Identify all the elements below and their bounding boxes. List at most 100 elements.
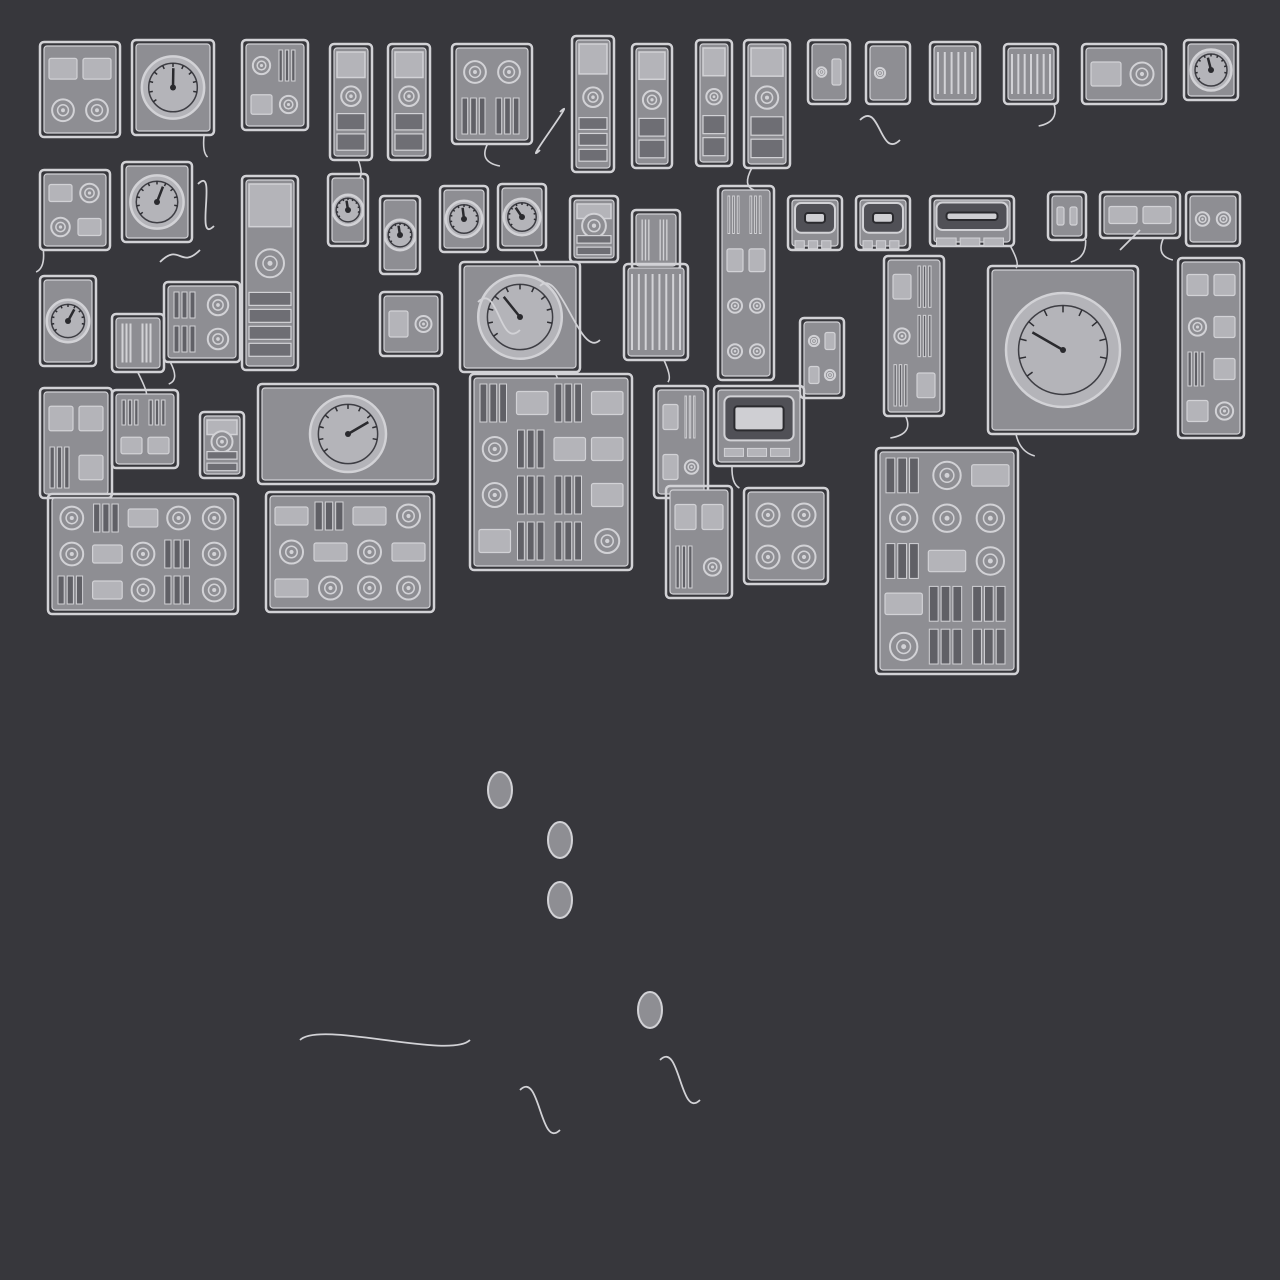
device-tower-icon: [240, 174, 300, 372]
switch-icon: [278, 49, 283, 82]
knob-center: [367, 585, 372, 591]
panel-readout: [1213, 315, 1236, 339]
gauge-pivot: [519, 214, 525, 220]
switch-icon: [182, 539, 190, 569]
tower-slot: [394, 133, 424, 151]
knob-ring: [362, 545, 377, 559]
switch-icon: [995, 628, 1006, 665]
switch-icon: [517, 521, 525, 561]
switch-icon: [1193, 351, 1199, 387]
knob-center: [69, 515, 74, 521]
device-casing: [120, 160, 194, 244]
panel-readout: [1090, 61, 1122, 87]
control-panel-icon: [38, 386, 114, 500]
knob-center: [212, 515, 217, 521]
device-face: [1085, 47, 1163, 101]
panel-readout: [927, 549, 967, 573]
control-panel-icon: [240, 38, 310, 132]
device-casing: [786, 194, 844, 252]
tower-display: [578, 43, 608, 75]
panel-readout: [48, 405, 74, 432]
knob-ring: [709, 92, 719, 102]
speaker-grille-icon: [622, 262, 690, 383]
gauge-tick: [357, 406, 362, 412]
gauge-icon: [130, 38, 216, 158]
gauge-tick: [193, 90, 198, 93]
cable-icon: [159, 249, 201, 263]
device-tower-icon: [198, 410, 246, 480]
switch-icon: [749, 195, 753, 234]
knob-ring: [1219, 214, 1228, 224]
knob-ring: [760, 91, 774, 104]
knob-center: [212, 587, 217, 593]
switch-icon: [517, 429, 525, 469]
switch-icon: [526, 475, 535, 515]
tower-display: [702, 47, 726, 77]
knob-center: [944, 515, 950, 521]
switch-icon: [885, 457, 896, 494]
device-casing: [882, 254, 946, 418]
gauge-tick: [1028, 321, 1035, 327]
switch-icon: [564, 475, 573, 515]
cable-icon: [519, 1086, 561, 1134]
gauge-icon: [438, 184, 490, 254]
knob-ring: [587, 91, 599, 103]
gauge-tick: [531, 287, 535, 293]
gauge-tick: [510, 207, 514, 210]
gauge-tick: [452, 209, 456, 212]
switch-icon: [102, 503, 110, 533]
switch-icon: [897, 457, 908, 494]
panel-readout: [1069, 206, 1078, 226]
knob-center: [61, 108, 65, 113]
gauge-tick: [475, 214, 478, 217]
switch-icon: [512, 97, 520, 135]
switch-icon: [56, 446, 63, 489]
gauge-tick: [152, 98, 157, 103]
tower-slot: [702, 114, 726, 135]
switch-icon: [554, 475, 563, 515]
knob-ring: [797, 550, 811, 564]
knob-ring: [65, 511, 79, 525]
cable-icon: [890, 415, 909, 439]
screen-display: [804, 212, 826, 224]
knob-ring: [212, 333, 224, 345]
switch-icon: [952, 628, 963, 665]
switch-icon: [121, 323, 124, 363]
panel-readout: [831, 58, 842, 86]
gauge-needle: [347, 421, 369, 436]
gauge-tick: [51, 316, 55, 319]
knob-center: [765, 512, 771, 518]
switch-icon: [173, 539, 181, 569]
gauge-icon: [378, 194, 422, 276]
knob-center: [406, 585, 411, 591]
tower-slot: [750, 138, 784, 159]
knob-ring: [207, 511, 221, 525]
panel-readout: [391, 542, 426, 562]
switch-icon: [727, 195, 731, 234]
switch-icon: [922, 314, 927, 358]
gauge-tick: [488, 308, 494, 311]
gauge-tick: [60, 305, 63, 309]
switch-icon: [173, 575, 181, 605]
tube-icon: [487, 771, 513, 809]
switch-icon: [536, 521, 545, 561]
switch-icon: [189, 291, 196, 319]
gauge-tick: [366, 414, 372, 419]
knob-ring: [752, 301, 762, 311]
gauge-tick: [1099, 356, 1107, 360]
control-panel-icon: [110, 388, 180, 470]
control-panel-icon: [1080, 42, 1168, 106]
knob-ring: [468, 65, 482, 79]
cable-icon: [202, 134, 209, 158]
gauge-tick: [188, 71, 193, 75]
knob-ring: [730, 346, 740, 356]
screen-button: [807, 240, 819, 250]
switch-icon: [121, 399, 126, 426]
switch-icon: [909, 457, 919, 494]
device-casing: [1176, 256, 1246, 440]
gauge-tick: [54, 328, 58, 332]
switch-icon: [479, 383, 488, 423]
device-casing: [326, 172, 370, 248]
switch-icon: [154, 399, 160, 426]
control-panel-icon: [468, 372, 634, 572]
